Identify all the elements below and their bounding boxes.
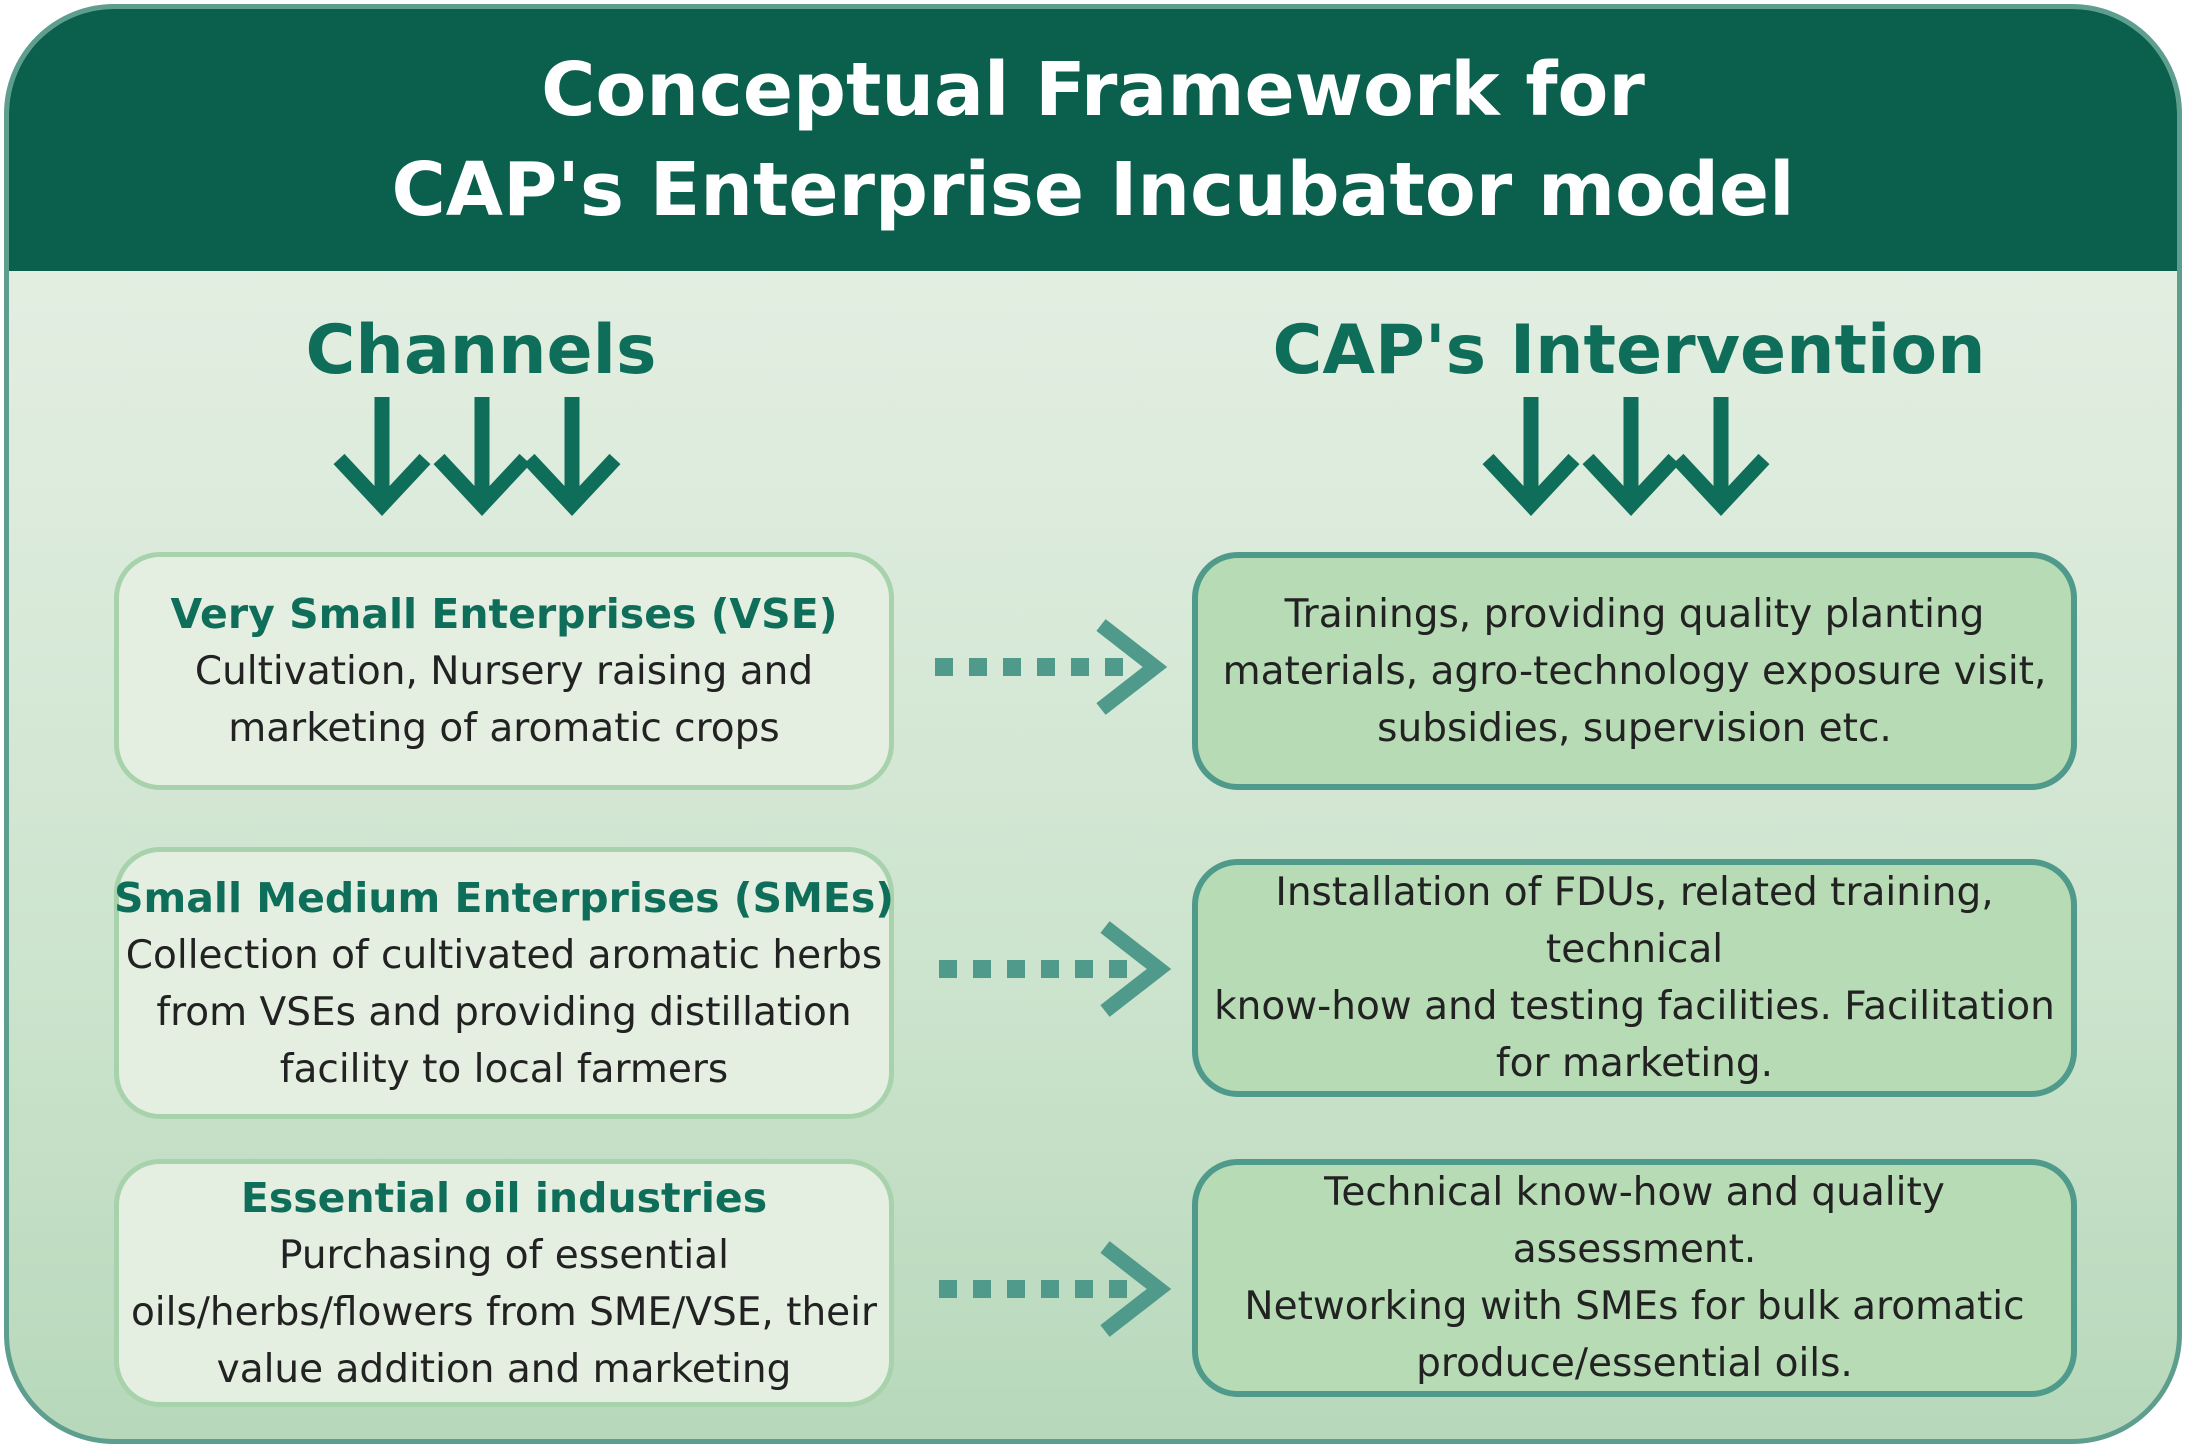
intervention-description: Installation of FDUs, related training, … [1214, 870, 2055, 1086]
channel-title: Small Medium Enterprises (SMEs) [113, 873, 895, 922]
channel-description: Purchasing of essential oils/herbs/flowe… [130, 1232, 878, 1392]
title-banner: Conceptual Framework for CAP's Enterpris… [9, 9, 2177, 271]
channel-box-sme: Small Medium Enterprises (SMEs) Collecti… [114, 847, 894, 1119]
intervention-description: Trainings, providing quality planting ma… [1222, 591, 2047, 751]
intervention-box-1: Trainings, providing quality planting ma… [1192, 552, 2077, 790]
channels-down-arrows-icon [333, 397, 621, 516]
channel-description: Cultivation, Nursery raising and marketi… [194, 649, 814, 751]
intervention-down-arrows-icon [1482, 397, 1770, 516]
title-line-1: Conceptual Framework for [541, 47, 1645, 133]
channel-box-essential-oil: Essential oil industries Purchasing of e… [114, 1159, 894, 1407]
intervention-heading: CAP's Intervention [1272, 311, 1986, 390]
channel-description: Collection of cultivated aromatic herbs … [125, 932, 883, 1092]
connector-arrow-2-icon [939, 921, 1172, 1017]
title-line-2: CAP's Enterprise Incubator model [391, 147, 1795, 233]
channels-heading: Channels [305, 311, 657, 390]
connector-arrow-1-icon [935, 619, 1168, 715]
intervention-description: Technical know-how and quality assessmen… [1244, 1170, 2025, 1386]
intervention-box-3: Technical know-how and quality assessmen… [1192, 1159, 2077, 1397]
down-arrow-icon [433, 397, 531, 516]
channel-title: Very Small Enterprises (VSE) [170, 590, 838, 638]
channel-box-vse: Very Small Enterprises (VSE) Cultivation… [114, 552, 894, 790]
down-arrow-icon [523, 397, 621, 516]
diagram-frame: Conceptual Framework for CAP's Enterpris… [4, 4, 2182, 1444]
down-arrow-icon [1582, 397, 1680, 516]
intervention-box-2: Installation of FDUs, related training, … [1192, 859, 2077, 1097]
connector-arrow-3-icon [939, 1241, 1172, 1337]
down-arrow-icon [1672, 397, 1770, 516]
channel-title: Essential oil industries [240, 1173, 768, 1222]
down-arrow-icon [333, 397, 431, 516]
down-arrow-icon [1482, 397, 1580, 516]
